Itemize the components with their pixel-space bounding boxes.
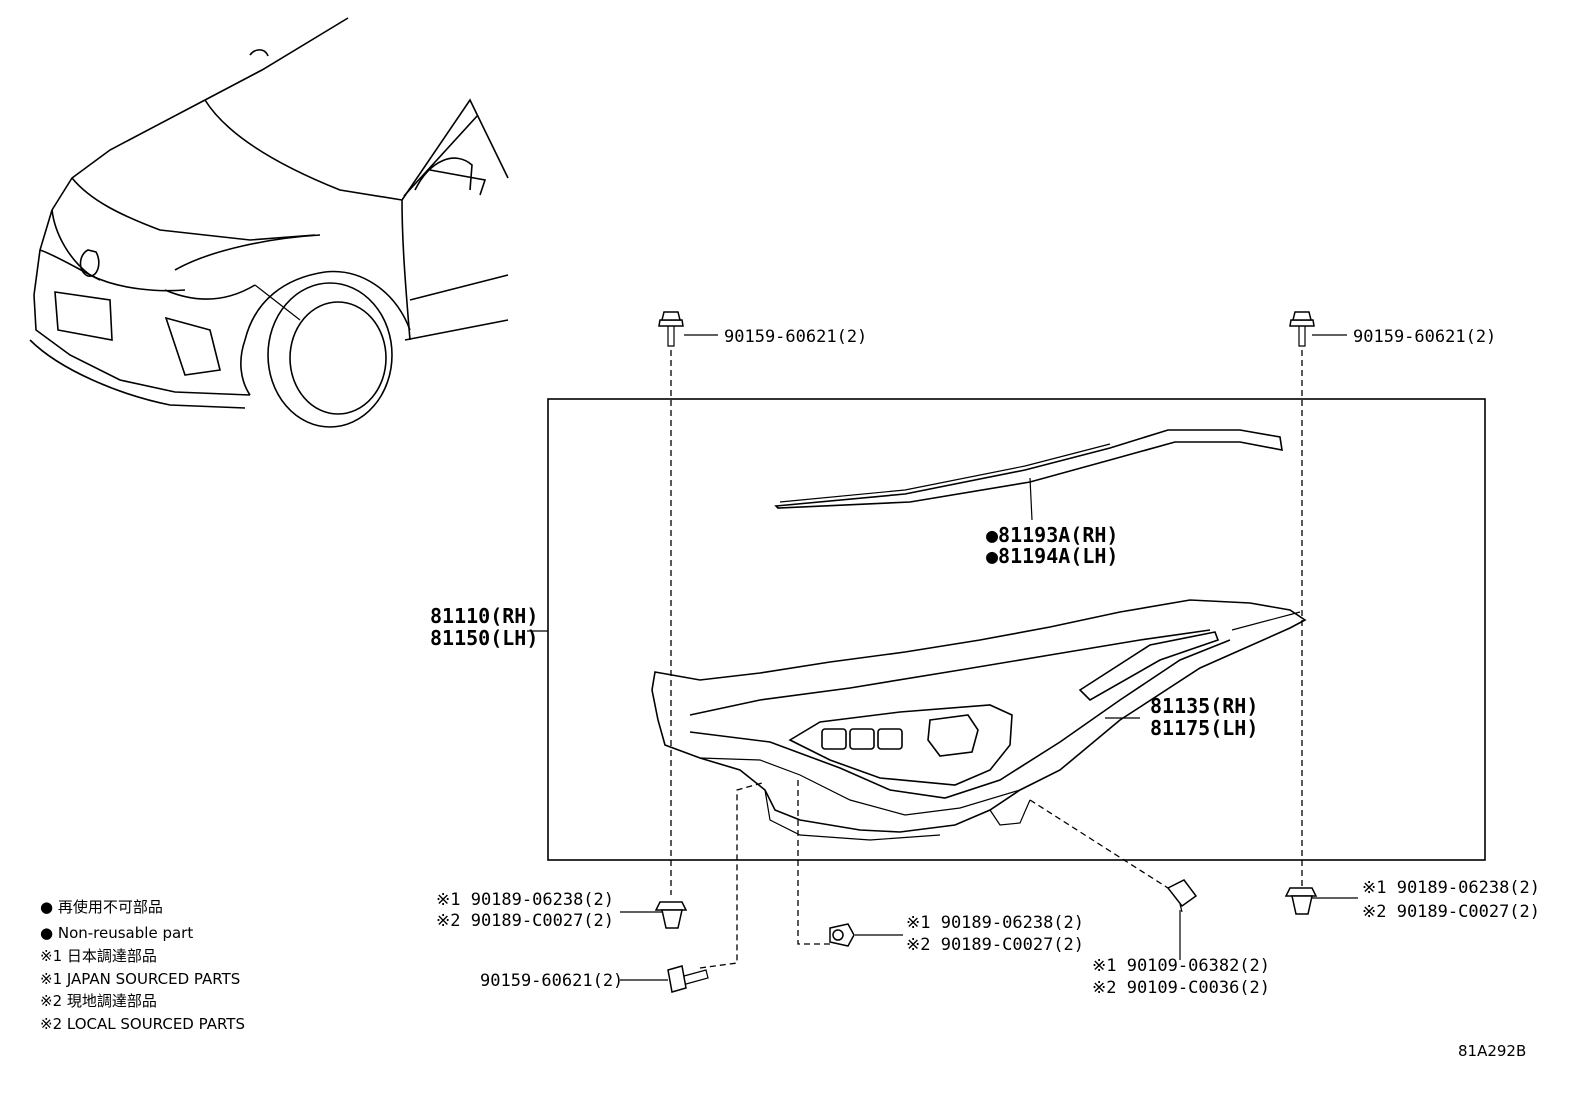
- label-screw-center-2: ※2 90109-C0036(2): [1092, 978, 1270, 998]
- label-molding-rh: ●81193A(RH): [986, 523, 1118, 547]
- label-clip-right-1: ※1 90189-06238(2): [1362, 878, 1540, 898]
- screw-center-icon: [1166, 879, 1198, 913]
- legend: ● 再使用不可部品 ● Non-reusable part ※1 日本調達部品 …: [40, 898, 245, 1033]
- label-bolt-top-left: 90159-60621(2): [724, 327, 867, 347]
- label-bolt-top-right: 90159-60621(2): [1353, 327, 1496, 347]
- label-clip-left-2: ※2 90189-C0027(2): [436, 911, 614, 931]
- label-headlamp-rh: 81110(RH): [430, 604, 538, 628]
- assembly-box: [547, 398, 1486, 861]
- label-unit-lh: 81175(LH): [1150, 716, 1258, 740]
- legend-local-en: ※2 LOCAL SOURCED PARTS: [40, 1015, 245, 1033]
- label-molding-lh: ●81194A(LH): [986, 544, 1118, 568]
- figure-id: 81A292B: [1458, 1042, 1526, 1060]
- bolt-top-right-icon: [1289, 311, 1315, 347]
- installation-lines: [670, 350, 1303, 969]
- label-clip-right-2: ※2 90189-C0027(2): [1362, 902, 1540, 922]
- label-unit-rh: 81135(RH): [1150, 694, 1258, 718]
- label-headlamp-lh: 81150(LH): [430, 626, 538, 650]
- legend-non-reusable-en: ● Non-reusable part: [40, 924, 193, 942]
- legend-local-ja: ※2 現地調達部品: [40, 992, 157, 1010]
- vehicle-illustration: [29, 17, 509, 428]
- clip-nut-left-icon: [654, 901, 688, 929]
- legend-japan-en: ※1 JAPAN SOURCED PARTS: [40, 970, 240, 988]
- clip-nut-center-icon: [829, 923, 855, 947]
- label-clip-left-1: ※1 90189-06238(2): [436, 890, 614, 910]
- bolt-top-left-icon: [658, 311, 684, 347]
- leader-lines: [527, 334, 1358, 981]
- legend-non-reusable-ja: ● 再使用不可部品: [40, 898, 163, 916]
- headlamp-molding-strip: [774, 429, 1283, 521]
- label-bolt-bottom: 90159-60621(2): [480, 971, 623, 991]
- legend-japan-ja: ※1 日本調達部品: [40, 947, 157, 965]
- bolt-bottom-icon: [667, 965, 709, 993]
- clip-nut-right-icon: [1284, 887, 1318, 915]
- label-clip-center-1: ※1 90189-06238(2): [906, 913, 1084, 933]
- label-clip-center-2: ※2 90189-C0027(2): [906, 935, 1084, 955]
- label-screw-center-1: ※1 90109-06382(2): [1092, 956, 1270, 976]
- headlamp-assembly: [651, 599, 1307, 841]
